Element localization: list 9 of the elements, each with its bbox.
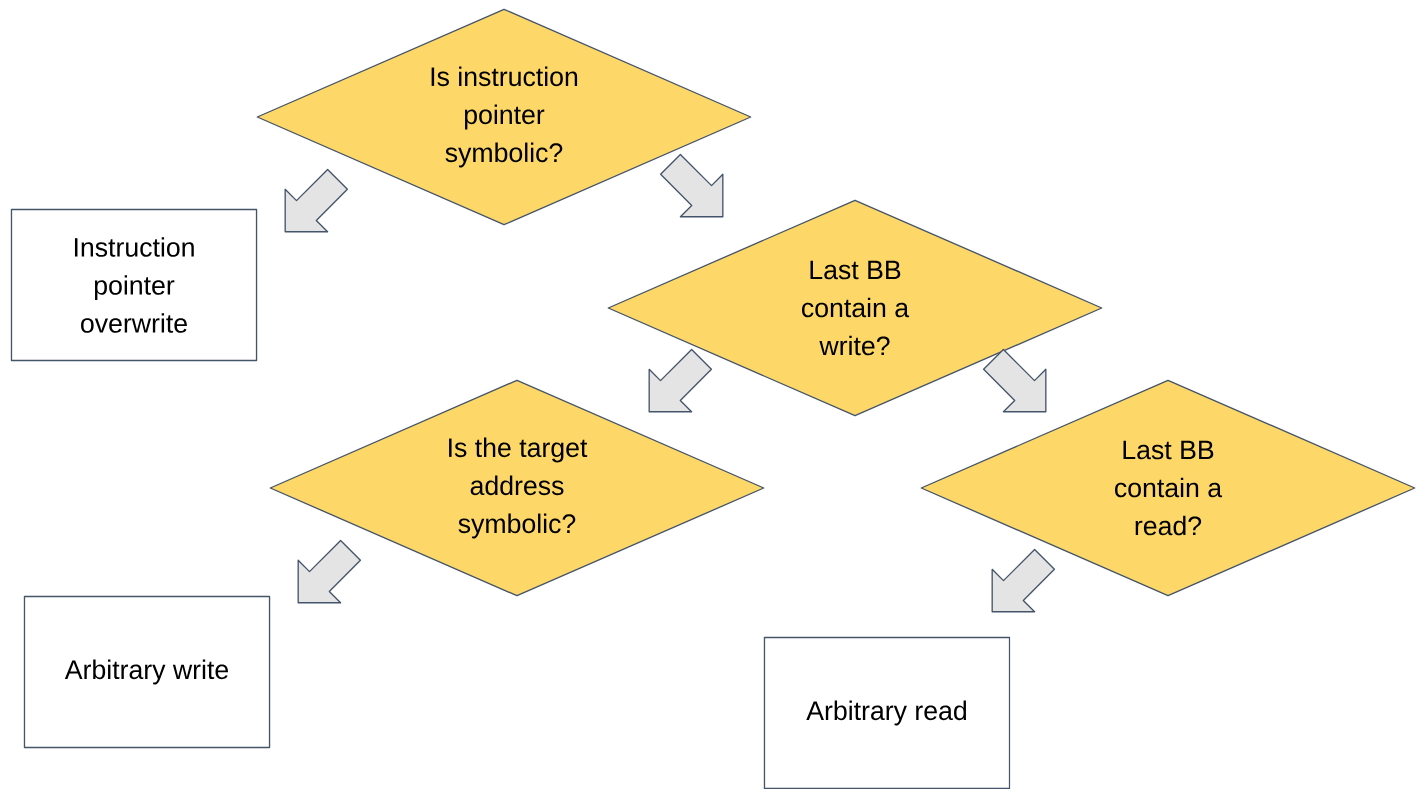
block-arrow <box>284 168 349 233</box>
block-arrow <box>648 348 713 413</box>
process-box: Arbitrary read <box>763 636 1011 789</box>
block-arrow <box>659 153 724 218</box>
block-arrow <box>297 539 362 604</box>
block-arrow <box>991 548 1056 613</box>
process-box: Instruction pointer overwrite <box>10 208 258 362</box>
process-box: Arbitrary write <box>23 595 271 749</box>
block-arrow <box>982 348 1047 413</box>
